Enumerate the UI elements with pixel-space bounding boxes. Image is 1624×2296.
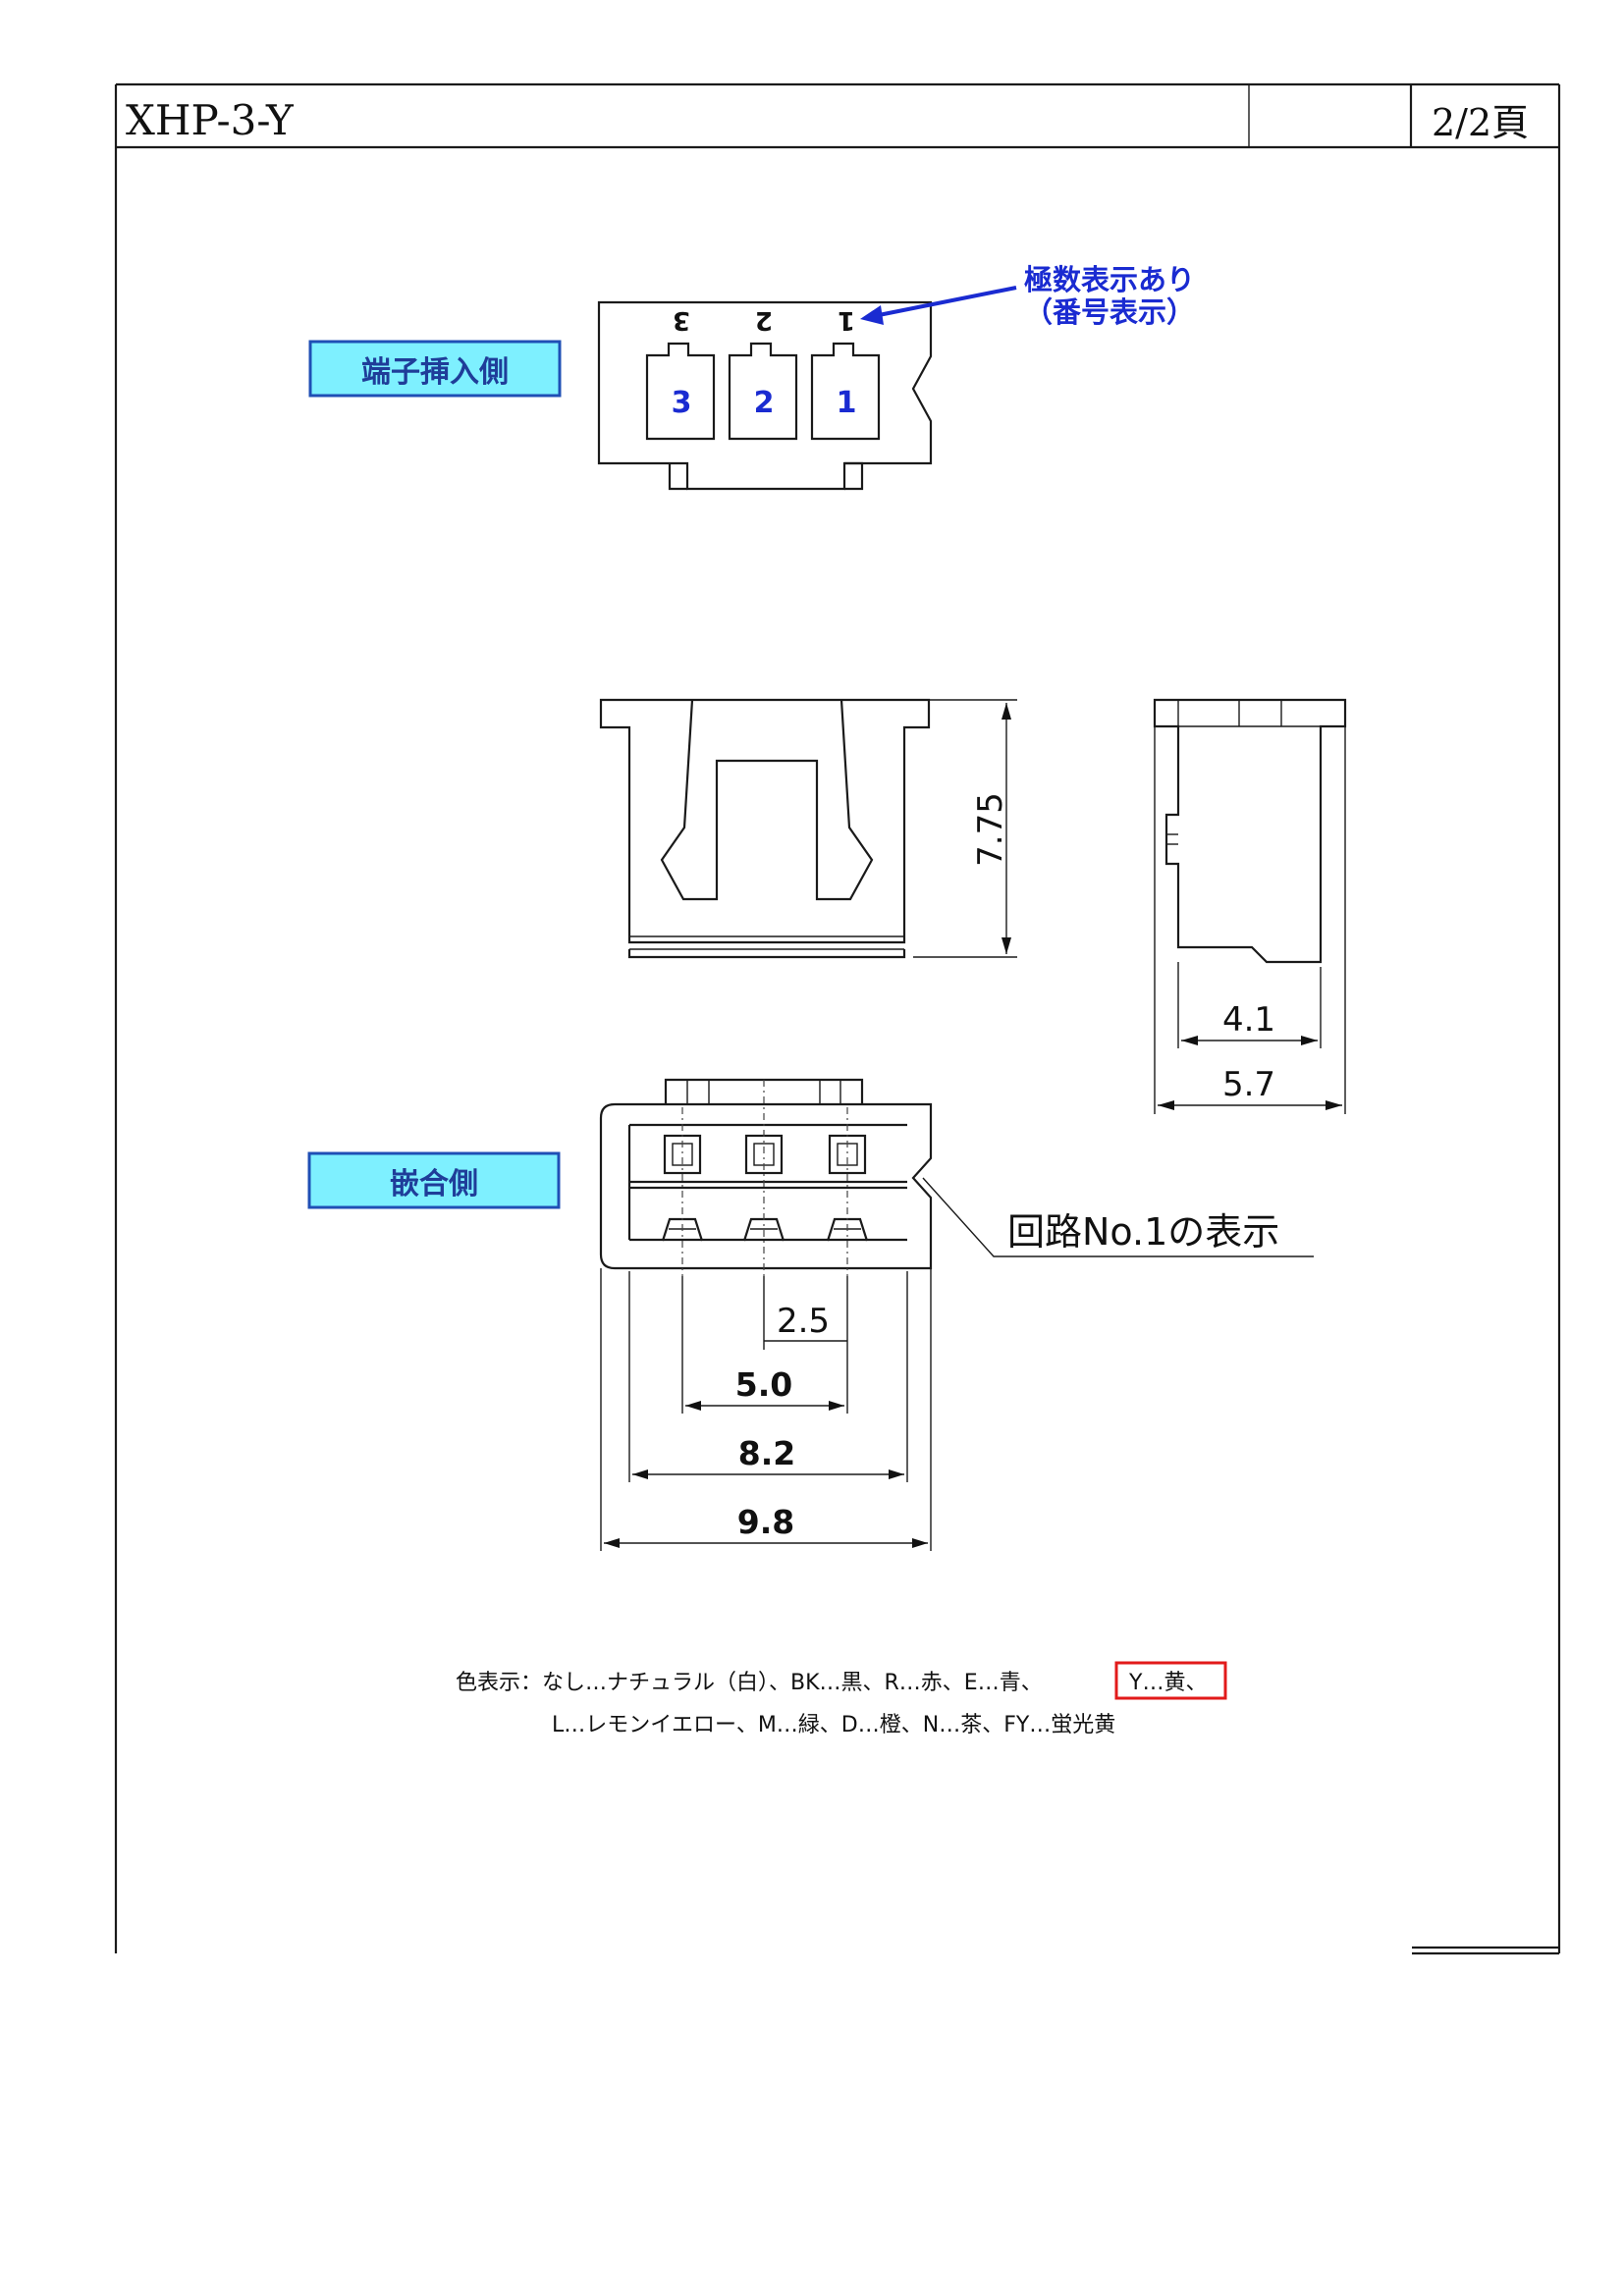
cavity-number-3: 3 xyxy=(672,386,692,420)
end-view-dimensions xyxy=(1154,726,1346,1114)
mating-view-label-box xyxy=(307,1151,561,1209)
molded-number-2: 2 xyxy=(755,305,773,335)
end-view-housing xyxy=(1153,698,1347,964)
cavity-number-1: 1 xyxy=(837,386,857,420)
cavity-3: 3 xyxy=(645,342,716,441)
inner-width-dim-label: 8.2 xyxy=(738,1434,795,1472)
cavity-number-2: 2 xyxy=(754,386,775,420)
circuit-marker-leader xyxy=(922,1177,1314,1257)
molded-number-1: 1 xyxy=(838,305,855,335)
inner-depth-dim-label: 4.1 xyxy=(1222,1000,1275,1040)
page-number: 2/2頁 xyxy=(1432,101,1529,144)
top-view-label-text: 端子挿入側 xyxy=(361,355,509,390)
cavity-1: 1 xyxy=(810,342,881,441)
color-notes-line2: L…レモンイエロー、M…緑、D…橙、N…茶、FY…蛍光黄 xyxy=(552,1713,1115,1737)
part-number-title: XHP-3-Y xyxy=(126,96,295,144)
top-view-label: 端子挿入側 xyxy=(308,340,562,398)
outer-depth-dim-label: 5.7 xyxy=(1222,1065,1275,1104)
polarity-annotation-line2: （番号表示） xyxy=(1024,295,1195,329)
top-view-label-box xyxy=(308,340,562,398)
color-notes-highlight: Y…黄、 xyxy=(1128,1671,1207,1695)
color-highlight-box xyxy=(1114,1661,1227,1700)
side-view-housing xyxy=(599,698,931,959)
polarity-annotation-line1: 極数表示あり xyxy=(1024,263,1195,296)
color-notes-line1: 色表示：なし…ナチュラル（白）、BK…黒、R…赤、E…青、 xyxy=(456,1671,1043,1695)
height-dimension xyxy=(913,699,1017,958)
contact-center-lines xyxy=(681,1080,848,1276)
height-dim-label: 7.75 xyxy=(971,792,1010,867)
span-dim-label: 5.0 xyxy=(735,1365,792,1404)
mating-view-dimensions xyxy=(600,1268,932,1551)
mating-view-housing xyxy=(599,1078,933,1270)
mating-view-label-text: 嵌合側 xyxy=(390,1167,478,1201)
polarity-annotation-arrow xyxy=(860,286,1017,325)
top-view-housing xyxy=(597,300,933,491)
cavity-2: 2 xyxy=(728,342,798,441)
outer-width-dim-label: 9.8 xyxy=(737,1503,794,1541)
mating-view-label: 嵌合側 xyxy=(307,1151,561,1209)
molded-number-3: 3 xyxy=(673,305,690,335)
pitch-dim-label: 2.5 xyxy=(777,1302,830,1341)
page-frame xyxy=(114,82,1561,1955)
circuit-marker-note: 回路No.1の表示 xyxy=(1007,1210,1279,1254)
